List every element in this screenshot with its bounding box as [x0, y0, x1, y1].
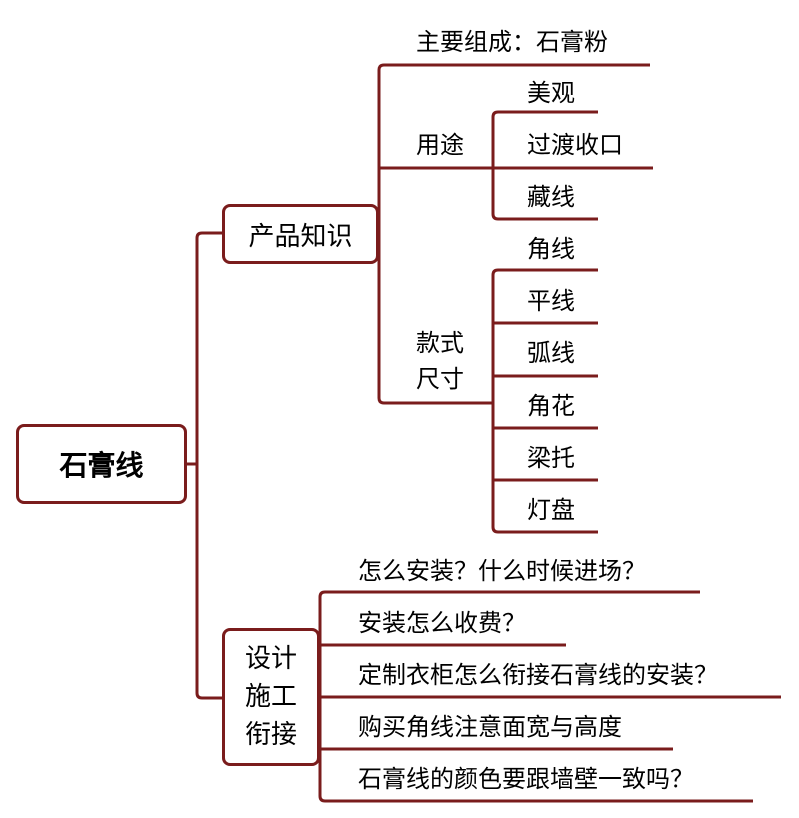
- leaf-style-4[interactable]: 角花: [527, 392, 575, 420]
- leaf-install-question-1[interactable]: 怎么安装？什么时候进场？: [358, 557, 646, 585]
- connector-yongtu-children: [491, 110, 653, 221]
- leaf-install-question-2[interactable]: 安装怎么收费？: [358, 609, 526, 637]
- branch-label: 设计 施工 衔接: [244, 644, 297, 750]
- leaf-style-2[interactable]: 平线: [527, 287, 575, 315]
- connector-kuanshi-children: [491, 268, 598, 534]
- branch-label: 产品知识: [248, 221, 353, 252]
- leaf-style-6[interactable]: 灯盘: [527, 496, 575, 524]
- leaf-style-1[interactable]: 角线: [527, 235, 575, 263]
- leaf-usage-3[interactable]: 藏线: [527, 183, 575, 211]
- connector-b2-items: [320, 643, 781, 751]
- connector-root-trunk: [187, 231, 222, 700]
- leaf-install-question-5[interactable]: 石膏线的颜色要跟墙壁一致吗？: [358, 765, 694, 793]
- branch-design-construction[interactable]: 设计 施工 衔接: [222, 628, 320, 766]
- leaf-usage-1[interactable]: 美观: [527, 79, 575, 107]
- connector-b2-trunk: [318, 590, 753, 803]
- node-main-composition[interactable]: 主要组成：石膏粉: [416, 28, 608, 56]
- branch-product-knowledge[interactable]: 产品知识: [222, 204, 379, 264]
- leaf-usage-2[interactable]: 过渡收口: [527, 131, 623, 159]
- node-usage[interactable]: 用途: [416, 131, 464, 159]
- connector-b1-trunk: [377, 63, 650, 405]
- leaf-style-5[interactable]: 梁托: [527, 444, 575, 472]
- leaf-style-3[interactable]: 弧线: [527, 339, 575, 367]
- root-label: 石膏线: [59, 449, 144, 482]
- leaf-install-question-4[interactable]: 购买角线注意面宽与高度: [358, 713, 622, 741]
- root-node[interactable]: 石膏线: [16, 424, 187, 504]
- node-style-size[interactable]: 款式 尺寸: [416, 329, 464, 393]
- leaf-install-question-3[interactable]: 定制衣柜怎么衔接石膏线的安装？: [358, 661, 718, 689]
